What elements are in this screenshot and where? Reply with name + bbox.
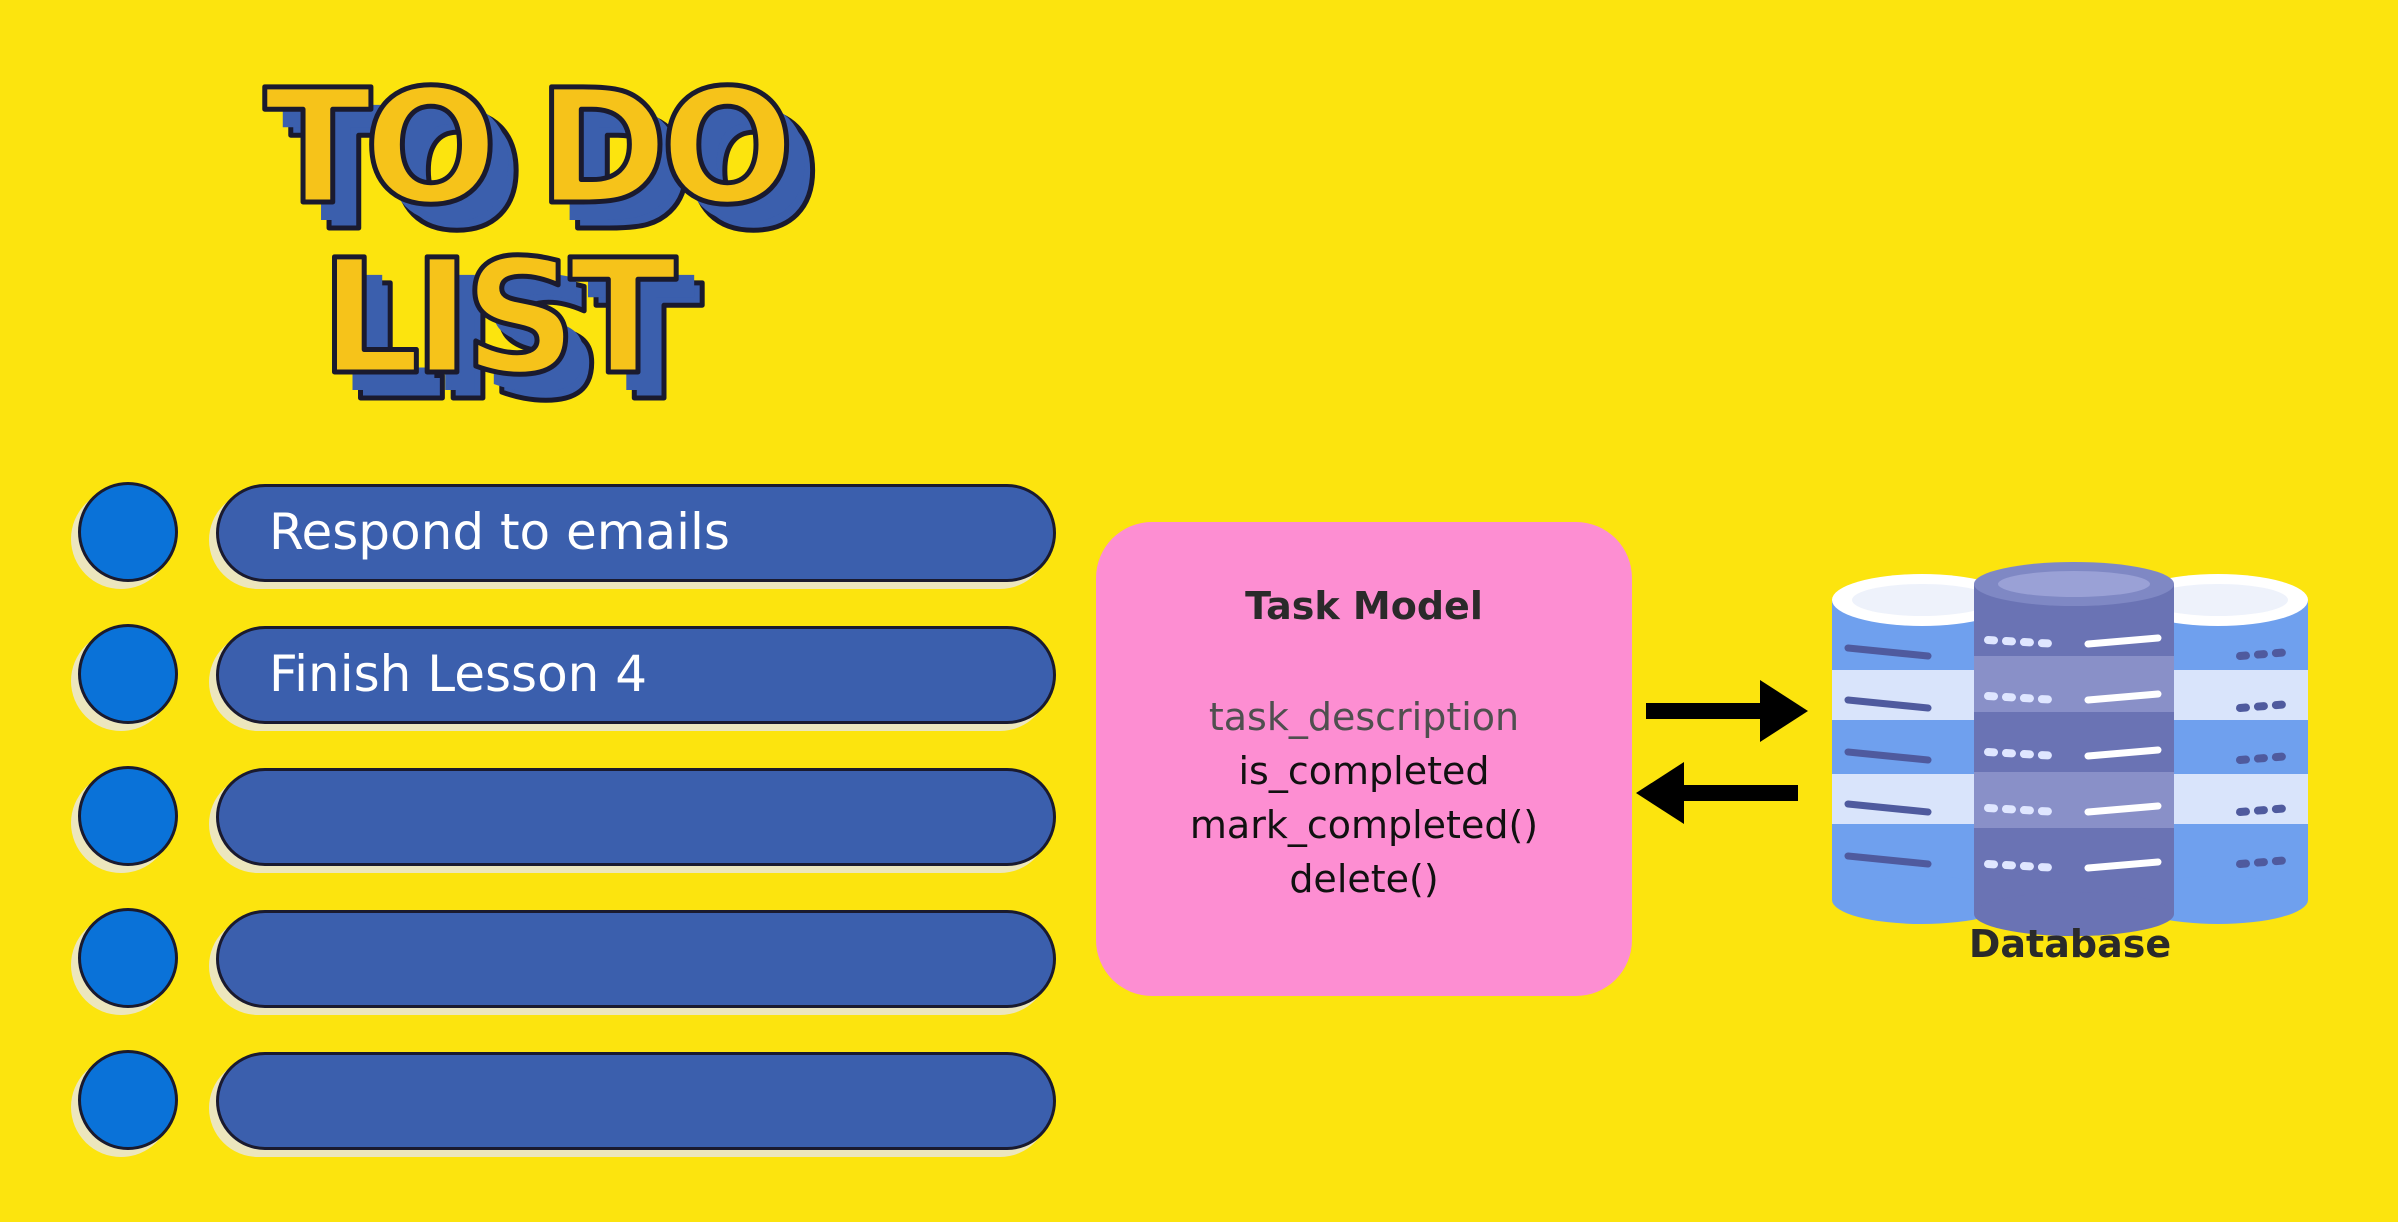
task-model-box: Task Model task_description is_completed… xyxy=(1096,522,1632,996)
task-checkbox[interactable] xyxy=(78,766,178,866)
logo-line1: TO DO xyxy=(264,56,787,240)
model-field-task-description: task_description xyxy=(1208,695,1520,739)
logo-graphic: TO DO LIST TO DO LIST TO DO LIST xyxy=(262,54,824,439)
task-row xyxy=(78,766,1058,866)
task-checkbox[interactable] xyxy=(78,624,178,724)
todo-list-logo: TO DO LIST TO DO LIST TO DO LIST xyxy=(250,54,824,440)
task-item[interactable]: Finish Lesson 4 xyxy=(216,626,1056,724)
task-checkbox[interactable] xyxy=(78,908,178,1008)
db-cylinder-center xyxy=(1974,562,2174,936)
task-row: Finish Lesson 4 xyxy=(78,624,1058,724)
database-icon xyxy=(1828,560,2318,940)
task-list: Respond to emails Finish Lesson 4 xyxy=(78,482,1058,1192)
task-row: Respond to emails xyxy=(78,482,1058,582)
svg-text:TO DO: TO DO xyxy=(282,74,805,258)
task-row xyxy=(78,1050,1058,1150)
task-item[interactable]: Respond to emails xyxy=(216,484,1056,582)
task-item[interactable] xyxy=(216,768,1056,866)
svg-text:LIST: LIST xyxy=(338,244,694,428)
logo-line2-shadow: LIST xyxy=(346,252,702,436)
arrow-left-icon xyxy=(1632,758,1802,828)
task-model-title: Task Model xyxy=(1245,584,1483,628)
task-item[interactable] xyxy=(216,910,1056,1008)
task-checkbox[interactable] xyxy=(78,1050,178,1150)
task-row xyxy=(78,908,1058,1008)
database-label: Database xyxy=(1968,922,2172,966)
task-item[interactable] xyxy=(216,1052,1056,1150)
model-method-delete: delete() xyxy=(1289,857,1439,901)
model-method-mark-completed: mark_completed() xyxy=(1189,803,1539,847)
logo-line2: LIST xyxy=(320,226,676,410)
task-checkbox[interactable] xyxy=(78,482,178,582)
logo-line1-shadow: TO DO xyxy=(290,82,813,266)
model-field-is-completed: is_completed xyxy=(1238,749,1490,793)
arrow-right-icon xyxy=(1642,676,1812,746)
